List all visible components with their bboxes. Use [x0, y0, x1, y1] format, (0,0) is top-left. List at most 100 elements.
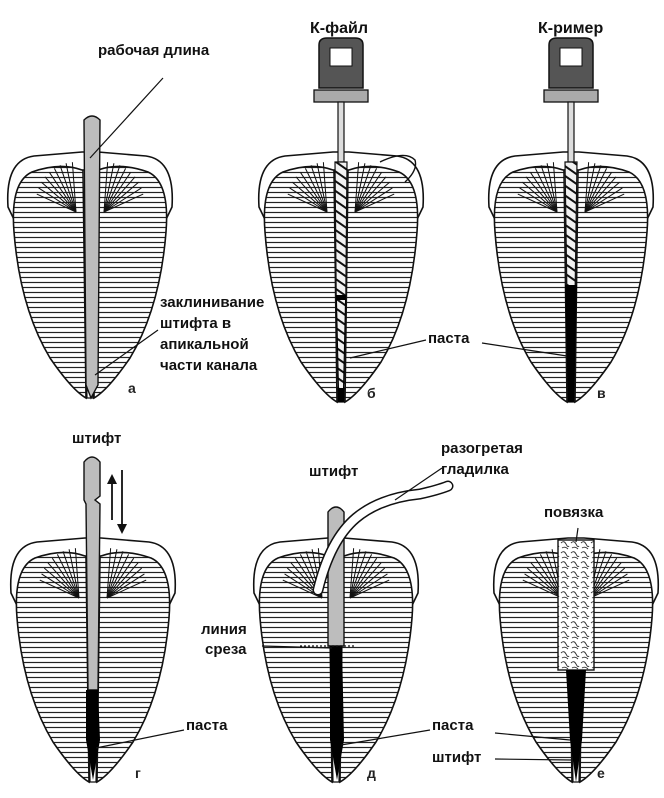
fan-line-left: [51, 557, 80, 599]
dentin-left: [498, 551, 573, 784]
fan-line-right: [589, 573, 628, 599]
fan-line-left: [519, 187, 558, 213]
fan-line-right: [584, 187, 623, 213]
fan-line-right: [106, 557, 135, 599]
panel-letter-v: в: [597, 385, 606, 401]
fan-line-left: [526, 567, 563, 599]
label-bandage: повязка: [544, 504, 604, 521]
dentin-left: [258, 551, 333, 784]
dentin-right: [579, 551, 654, 784]
leader-bandage: [575, 527, 579, 543]
fan-line-left: [59, 165, 77, 213]
panel-letter-d: д: [367, 765, 376, 781]
panel-letter-g: г: [135, 765, 141, 781]
label-wedging-line3: апикальной: [160, 336, 249, 353]
fan-line-right: [103, 165, 121, 213]
panel-letter-e: е: [597, 765, 605, 781]
fan-line-left: [530, 562, 563, 599]
fan-line-left: [39, 579, 80, 599]
fan-line-right: [349, 551, 367, 599]
enamel-edge-b: [379, 154, 417, 183]
fan-line-left: [525, 176, 558, 213]
fan-line-right: [106, 579, 147, 599]
fan-line-right: [349, 567, 386, 599]
fan-line-left: [44, 176, 77, 213]
fan-line-left: [529, 171, 558, 213]
bandage-e: [557, 539, 595, 671]
fan-line-right: [589, 567, 626, 599]
fan-line-right: [349, 557, 378, 599]
file-in-paste-b: [337, 300, 345, 388]
k-reamer-handle-window: [559, 47, 583, 67]
fan-line-right: [354, 163, 366, 213]
fan-line-right: [584, 171, 613, 213]
label-working-length: рабочая длина: [98, 42, 210, 59]
leader-working-length: [89, 77, 164, 159]
label-heated-line2: гладилка: [441, 461, 509, 478]
dentin-right: [339, 551, 414, 784]
fan-line-left: [522, 579, 563, 599]
paste-d: [330, 646, 344, 780]
fan-line-right: [106, 562, 139, 599]
panel-letter-a: а: [128, 380, 136, 396]
dentin-left: [12, 165, 87, 400]
fan-line-left: [299, 171, 328, 213]
arrow-up-head: [107, 474, 117, 484]
fan-line-right: [349, 548, 355, 599]
fan-line-right: [354, 193, 395, 213]
fan-line-left: [36, 193, 77, 213]
heated-spatula: [314, 482, 452, 594]
label-wedging-line4: части канала: [160, 357, 258, 374]
k-reamer-stopper: [543, 89, 599, 103]
fan-line-right: [584, 193, 625, 213]
fan-line-right: [354, 187, 393, 213]
fan-line-left: [40, 181, 77, 213]
label-k-file: К-файл: [310, 20, 368, 37]
fan-line-right: [349, 554, 373, 599]
dentin-left: [15, 551, 90, 784]
fan-line-left: [41, 573, 80, 599]
fan-line-left: [316, 163, 328, 213]
fan-line-right: [584, 162, 590, 213]
fan-line-right: [106, 549, 118, 599]
label-heated-line1: разогретая: [441, 440, 523, 457]
label-pin-g: штифт: [72, 430, 122, 447]
fan-line-right: [589, 562, 622, 599]
fan-line-left: [289, 187, 328, 213]
fan-line-right: [106, 567, 143, 599]
fan-line-right: [106, 548, 112, 599]
fan-line-left: [282, 579, 323, 599]
fan-line-right: [584, 181, 621, 213]
fan-line-left: [43, 567, 80, 599]
fan-line-right: [584, 163, 596, 213]
fan-line-right: [103, 187, 142, 213]
label-wedging-line1: заклинивание: [160, 294, 265, 311]
label-paste-d: паста: [432, 717, 474, 734]
dentin-left: [493, 165, 568, 404]
tooth-e: [492, 537, 660, 784]
fan-line-left: [540, 165, 558, 213]
leader-wedging: [94, 329, 159, 376]
fan-line-left: [47, 562, 80, 599]
fan-line-left: [552, 162, 558, 213]
leader-paste-d: [340, 729, 431, 746]
k-file-handle-window: [329, 47, 353, 67]
fan-line-left: [295, 176, 328, 213]
label-k-reamer: К-ример: [538, 20, 604, 37]
k-file-stopper: [313, 89, 369, 103]
fan-line-left: [534, 168, 558, 213]
fan-line-left: [48, 171, 77, 213]
leader-paste-e: [494, 732, 571, 741]
fan-line-right: [354, 165, 372, 213]
fan-line-left: [56, 554, 80, 599]
fan-line-right: [584, 165, 602, 213]
fan-line-right: [103, 163, 115, 213]
dentin-right: [344, 165, 419, 404]
fan-line-left: [62, 551, 80, 599]
leader-paste-v: [481, 342, 568, 357]
fan-line-left: [38, 187, 77, 213]
fan-line-left: [322, 162, 328, 213]
fan-line-left: [304, 168, 328, 213]
paste-e: [566, 670, 586, 782]
fan-line-right: [349, 579, 390, 599]
